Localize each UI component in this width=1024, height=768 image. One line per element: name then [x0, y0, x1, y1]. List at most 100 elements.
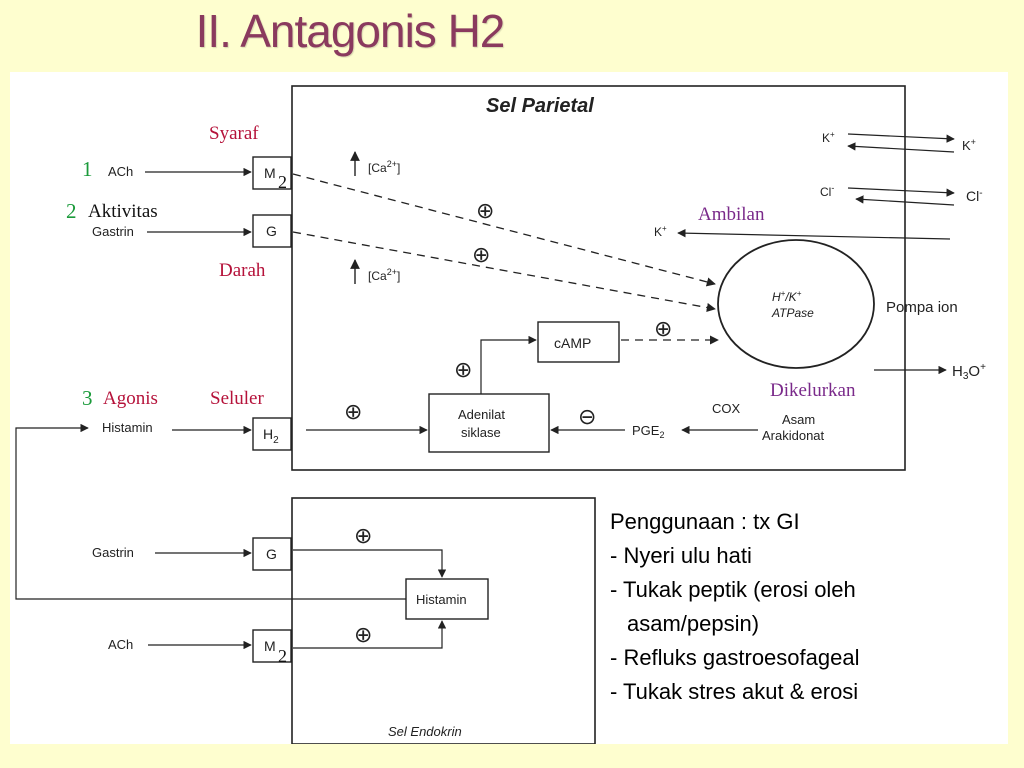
- pompa-ion-label: Pompa ion: [886, 299, 958, 316]
- endo-plus-sign-1: ⊕: [354, 523, 372, 548]
- ion-cl-in-charge: -: [831, 183, 834, 193]
- m2-handwritten-subscript: 2: [278, 172, 287, 192]
- endo-input-ach: ACh: [108, 637, 133, 652]
- usage-item-3: - Refluks gastroesofageal: [610, 645, 860, 670]
- receptor-h2-subscript: 2: [273, 435, 279, 446]
- adenilat-label-line1: Adenilat: [458, 407, 505, 422]
- plus-sign-2: ⊕: [472, 242, 490, 267]
- input-ach: ACh: [108, 164, 133, 179]
- endo-receptor-m2-label: M: [264, 638, 276, 654]
- annotation-syaraf: Syaraf: [209, 123, 259, 144]
- cox-label: COX: [712, 401, 741, 416]
- parietal-cell-box: [291, 85, 906, 471]
- endo-receptor-g-label: G: [266, 546, 277, 562]
- plus-sign-3: ⊕: [654, 316, 672, 341]
- h3o-charge: +: [980, 362, 986, 373]
- annotation-seluler: Seluler: [210, 388, 264, 409]
- annotation-number-1: 1: [82, 157, 93, 181]
- mechanism-diagram: Sel Parietal Sel Endokrin M 2 G H2 ACh G…: [15, 85, 986, 744]
- ca-charge-1: 2+: [387, 159, 397, 169]
- arrow-endo-m2-to-histamin: [293, 620, 447, 649]
- pump-atpase-label: ATPase: [771, 306, 814, 320]
- asam-label-line1: Asam: [782, 412, 815, 427]
- annotation-darah: Darah: [219, 260, 266, 281]
- receptor-g-box: [252, 214, 292, 248]
- usage-list: Penggunaan : tx GI - Nyeri ulu hati - Tu…: [610, 505, 990, 709]
- ion-cl-out-label: Cl: [966, 188, 979, 204]
- ion-k-in-label: K: [822, 131, 830, 145]
- h3o-o: O: [968, 363, 980, 380]
- pump-h-label: H: [772, 290, 781, 304]
- arrow-k-out: [847, 133, 955, 143]
- arrow-k-uptake: [677, 228, 951, 240]
- endocrine-cell-box: [291, 497, 596, 744]
- annotation-ambilan: Ambilan: [698, 204, 765, 225]
- ion-k-out-charge: +: [971, 137, 976, 147]
- camp-label: cAMP: [554, 335, 591, 351]
- receptor-m2-box: [252, 156, 292, 190]
- ca-close-2: ]: [397, 269, 400, 283]
- svg-text:Cl-: Cl-: [966, 188, 983, 204]
- pge-subscript: 2: [659, 430, 664, 440]
- plus-sign-1: ⊕: [476, 198, 494, 223]
- endo-m2-handwritten-subscript: 2: [278, 646, 287, 666]
- input-histamin: Histamin: [102, 420, 153, 435]
- svg-text:H3O+: H3O+: [952, 362, 986, 382]
- pge-label: PGE: [632, 423, 660, 438]
- ca-label-2: [Ca: [368, 269, 387, 283]
- ion-k-in-charge: +: [830, 130, 835, 139]
- slide-title: II. Antagonis H2: [195, 5, 506, 57]
- arrow-adenilat-to-camp: [480, 335, 537, 394]
- usage-heading: Penggunaan : tx GI: [610, 509, 800, 534]
- svg-text:K+: K+: [822, 130, 835, 145]
- input-gastrin: Gastrin: [92, 224, 134, 239]
- usage-item-1: - Nyeri ulu hati: [610, 543, 752, 568]
- svg-text:H+/K+: H+/K+: [772, 289, 802, 304]
- camp-box: [537, 321, 620, 363]
- annotation-number-3: 3: [82, 386, 93, 410]
- annotation-number-2: 2: [66, 199, 77, 223]
- receptor-h2-label: H: [263, 426, 273, 442]
- ion-k-back-charge: +: [662, 224, 667, 233]
- pump-h-charge: +: [781, 289, 786, 298]
- endocrine-cell-title: Sel Endokrin: [388, 724, 462, 739]
- diagram-panel: Sel Parietal Sel Endokrin M 2 G H2 ACh G…: [10, 72, 1008, 744]
- arrow-endo-g-to-histamin: [293, 549, 447, 578]
- minus-sign-1: ⊖: [578, 404, 596, 429]
- plus-sign-5: ⊕: [344, 399, 362, 424]
- plus-sign-4: ⊕: [454, 357, 472, 382]
- endo-receptor-m2-box: [252, 629, 292, 663]
- adenilat-siklase-box: [428, 393, 550, 453]
- ion-k-back-label: K: [654, 225, 662, 239]
- svg-text:K+: K+: [962, 137, 976, 153]
- svg-text:M: M: [264, 165, 276, 181]
- ion-cl-out-charge: -: [979, 188, 982, 199]
- pump-k-label: /K: [784, 290, 797, 304]
- ca-close-1: ]: [397, 161, 400, 175]
- svg-text:K+: K+: [654, 224, 667, 239]
- arrow-cl-in: [855, 195, 955, 206]
- svg-text:H2: H2: [263, 426, 279, 446]
- usage-item-2: - Tukak peptik (erosi oleh: [610, 577, 856, 602]
- ca-charge-2: 2+: [387, 267, 397, 277]
- svg-text:[Ca2+]: [Ca2+]: [368, 159, 400, 175]
- dashed-m2-to-pump: [292, 173, 716, 287]
- receptor-h2-box: [252, 417, 292, 451]
- svg-text:[Ca2+]: [Ca2+]: [368, 267, 400, 283]
- usage-item-2-continued: asam/pepsin): [627, 611, 760, 636]
- endo-input-gastrin: Gastrin: [92, 545, 134, 560]
- histamine-feedback-line: [15, 423, 406, 600]
- svg-text:Cl-: Cl-: [820, 183, 834, 199]
- dashed-g-to-pump: [292, 231, 716, 313]
- adenilat-label-line2: siklase: [461, 425, 501, 440]
- endo-receptor-g-box: [252, 537, 292, 571]
- receptor-g-label: G: [266, 223, 277, 239]
- annotation-aktivitas: Aktivitas: [88, 201, 158, 222]
- annotation-agonis: Agonis: [103, 388, 158, 409]
- arrow-cl-out: [847, 187, 955, 197]
- proton-pump-circle: [717, 239, 875, 369]
- receptor-m2-label: M: [264, 165, 276, 181]
- h3o-label: H: [952, 363, 963, 380]
- annotation-dikelurkan: Dikelurkan: [770, 380, 856, 401]
- endo-histamin-label: Histamin: [416, 592, 467, 607]
